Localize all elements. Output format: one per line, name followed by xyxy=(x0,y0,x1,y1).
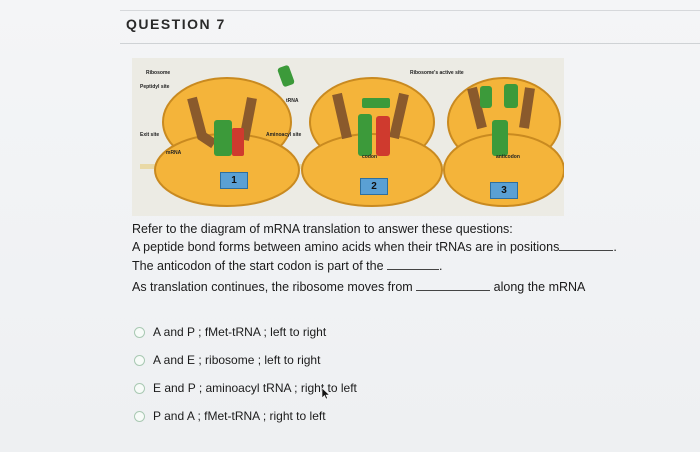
label-mrna: mRNA xyxy=(166,150,182,156)
label-ribosome: Ribosome xyxy=(146,70,171,76)
blank-1 xyxy=(559,240,614,251)
ribosome-2 xyxy=(301,77,443,207)
option-1-label: A and P ; fMet-tRNA ; left to right xyxy=(153,325,327,339)
prompt-line-3: As translation continues, the ribosome m… xyxy=(132,280,585,294)
radio-button[interactable] xyxy=(134,326,145,338)
option-1[interactable]: A and P ; fMet-tRNA ; left to right xyxy=(134,318,357,346)
prompt-line-2: The anticodon of the start codon is part… xyxy=(132,259,443,273)
prompt-line-2-text: The anticodon of the start codon is part… xyxy=(132,259,384,273)
blank-2 xyxy=(387,259,440,270)
prompt-line-1: A peptide bond forms between amino acids… xyxy=(132,240,617,254)
label-codon: codon xyxy=(362,154,377,160)
option-3[interactable]: E and P ; aminoacyl tRNA ; right to left xyxy=(134,374,357,402)
panel-2-label: 2 xyxy=(360,178,388,195)
option-2[interactable]: A and E ; ribosome ; left to right xyxy=(134,346,357,374)
radio-button[interactable] xyxy=(134,410,145,422)
title-divider xyxy=(120,43,700,44)
blank-3 xyxy=(416,280,491,291)
label-trna: tRNA xyxy=(286,98,299,104)
prompt-line-3-text: As translation continues, the ribosome m… xyxy=(132,280,413,294)
option-4-label: P and A ; fMet-tRNA ; right to left xyxy=(153,409,326,423)
option-2-label: A and E ; ribosome ; left to right xyxy=(153,353,321,367)
ribosome-3 xyxy=(443,77,565,207)
prompt-line-3-end: along the mRNA xyxy=(493,280,586,294)
radio-button[interactable] xyxy=(134,382,145,394)
label-ribosome-active-site: Ribosome's active site xyxy=(410,70,464,76)
label-peptidyl-site: Peptidyl site xyxy=(140,84,170,90)
answer-options: A and P ; fMet-tRNA ; left to right A an… xyxy=(134,318,357,430)
prompt-line-2-end: . xyxy=(439,259,443,273)
top-divider xyxy=(120,10,700,11)
label-anticodon: anticodon xyxy=(496,154,520,160)
option-3-label: E and P ; aminoacyl tRNA ; right to left xyxy=(153,381,357,395)
translation-diagram: Ribosome Peptidyl site Exit site mRNA tR… xyxy=(132,58,565,216)
mouse-cursor-icon xyxy=(322,388,330,400)
radio-button[interactable] xyxy=(134,354,145,366)
label-aminoacyl-site: Aminoacyl site xyxy=(266,132,302,138)
panel-1-label: 1 xyxy=(220,172,248,189)
diagram-illustration xyxy=(140,65,565,207)
label-exit-site: Exit site xyxy=(140,132,160,138)
prompt-intro: Refer to the diagram of mRNA translation… xyxy=(132,222,513,236)
question-title: QUESTION 7 xyxy=(126,16,226,32)
prompt-line-1-end: . xyxy=(613,240,617,254)
ribosome-1 xyxy=(154,65,300,207)
option-4[interactable]: P and A ; fMet-tRNA ; right to left xyxy=(134,402,357,430)
prompt-line-1-text: A peptide bond forms between amino acids… xyxy=(132,240,560,254)
panel-3-label: 3 xyxy=(490,182,518,199)
